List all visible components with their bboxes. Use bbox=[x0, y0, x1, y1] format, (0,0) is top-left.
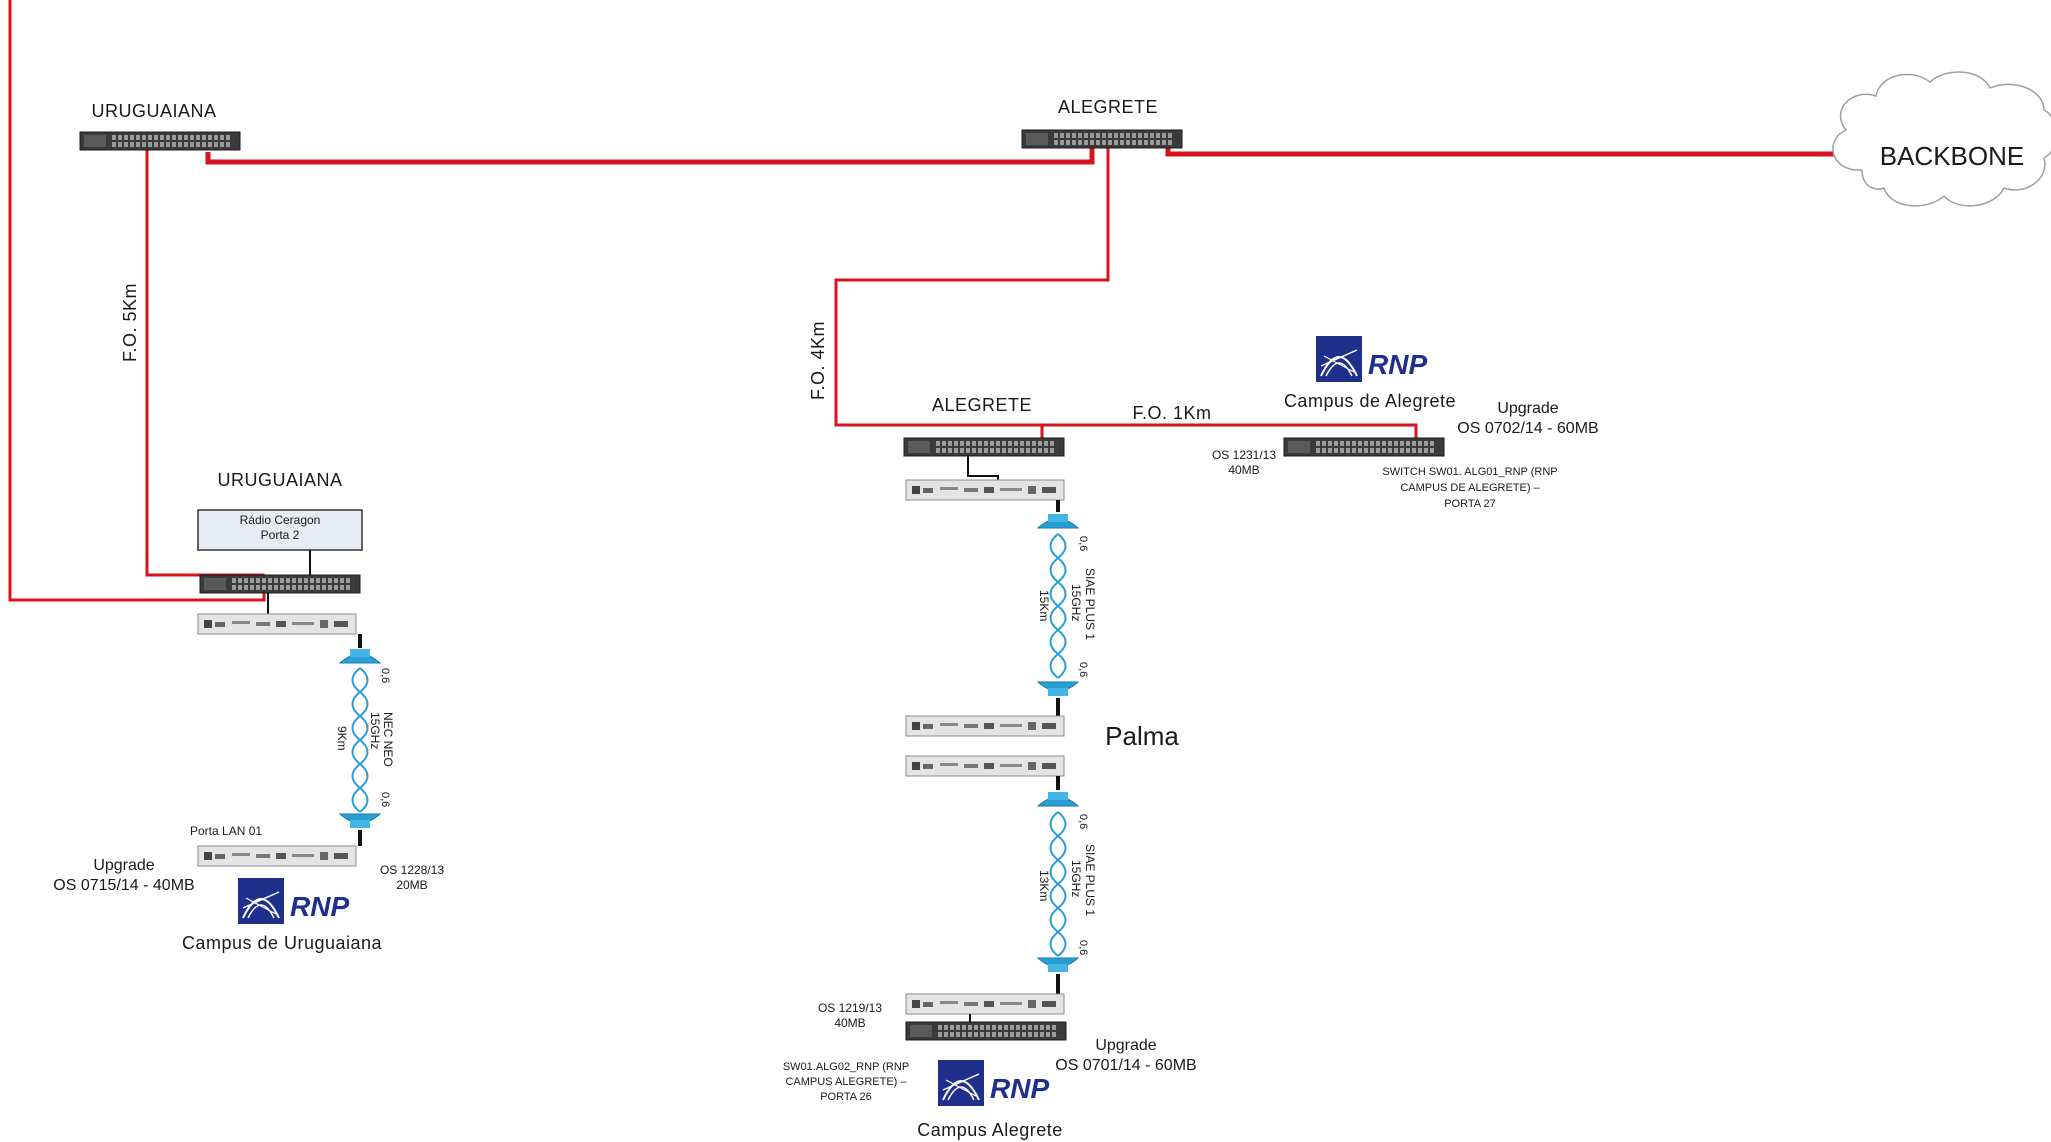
microwave-link-uruguaiana bbox=[339, 648, 381, 829]
rnp-logo-icon: RNP bbox=[237, 877, 349, 925]
radio-link-model: SIAE PLUS 1 bbox=[1083, 568, 1097, 640]
antenna-dish-icon bbox=[1037, 681, 1079, 697]
dish-size-label: 0,6 bbox=[1077, 662, 1089, 677]
switch-campus-alegrete-top[interactable] bbox=[1283, 437, 1445, 457]
fiber-alegrete-backbone bbox=[1165, 146, 1838, 157]
antenna-dish-icon bbox=[339, 813, 381, 829]
radio-box-line1: Rádio Ceragon bbox=[240, 513, 321, 527]
switch-desc-line2: CAMPUS DE ALEGRETE) – bbox=[1400, 482, 1540, 494]
switch-desc-line1: SW01.ALG02_RNP (RNP bbox=[783, 1061, 909, 1073]
site-label-uruguaiana-top: URUGUAIANA bbox=[91, 101, 216, 121]
os-speed-alegrete-top: 40MB bbox=[1228, 463, 1259, 477]
fiber-label-1km: F.O. 1Km bbox=[1132, 403, 1211, 423]
radio-idu-campus-alegrete[interactable] bbox=[905, 993, 1065, 1015]
upgrade-title-uruguaiana: Upgrade bbox=[93, 857, 154, 874]
antenna-dish-icon bbox=[1037, 513, 1079, 529]
radio-idu-alegrete[interactable] bbox=[905, 479, 1065, 501]
switch-desc-line3: PORTA 27 bbox=[1444, 498, 1496, 510]
backbone-cloud[interactable]: BACKBONE bbox=[1832, 71, 2051, 207]
site-label-alegrete-top: ALEGRETE bbox=[1058, 97, 1158, 117]
fiber-left-edge bbox=[8, 0, 266, 602]
switch-campus-alegrete-bottom[interactable] bbox=[905, 1021, 1067, 1041]
switch-desc-line3: PORTA 26 bbox=[820, 1091, 872, 1103]
microwave-link-palma-campus bbox=[1037, 791, 1079, 973]
radio-idu-palma-bottom[interactable] bbox=[905, 755, 1065, 777]
dish-size-label: 0,6 bbox=[1077, 536, 1089, 551]
dish-size-label: 0,6 bbox=[1077, 814, 1089, 829]
radio-link-model: NEC NEO bbox=[381, 712, 395, 767]
radio-link-freq: 15GHz bbox=[368, 712, 382, 749]
switch-uruguaiana-lower[interactable] bbox=[199, 574, 361, 594]
site-label-uruguaiana-lower: URUGUAIANA bbox=[217, 470, 342, 490]
upgrade-os-alegrete-bottom: OS 0701/14 - 60MB bbox=[1055, 1057, 1196, 1074]
fiber-label-4km: F.O. 4Km bbox=[808, 321, 828, 400]
backbone-label: BACKBONE bbox=[1880, 141, 2025, 171]
radio-ceragon-box[interactable]: Rádio Ceragon Porta 2 bbox=[197, 509, 363, 551]
radio-box-line2: Porta 2 bbox=[261, 528, 300, 542]
fiber-1km bbox=[1042, 423, 1418, 440]
upgrade-os-uruguaiana: OS 0715/14 - 40MB bbox=[53, 877, 194, 894]
os-label-alegrete-bottom: OS 1219/13 bbox=[818, 1001, 882, 1015]
fiber-4km bbox=[834, 148, 1110, 440]
microwave-link-alegrete-palma bbox=[1037, 513, 1079, 697]
switch-alegrete-top[interactable] bbox=[1021, 129, 1183, 149]
upgrade-title-alegrete-bottom: Upgrade bbox=[1095, 1037, 1156, 1054]
campus-name-uruguaiana: Campus de Uruguaiana bbox=[182, 933, 383, 953]
radio-idu-uruguaiana-bottom[interactable] bbox=[197, 845, 357, 867]
campus-name-alegrete-top: Campus de Alegrete bbox=[1284, 391, 1456, 411]
radio-link-distance: 9Km bbox=[335, 726, 349, 751]
rnp-logo-text: RNP bbox=[990, 1073, 1049, 1104]
radio-idu-uruguaiana-top[interactable] bbox=[197, 613, 357, 635]
os-label-alegrete-top: OS 1231/13 bbox=[1212, 448, 1276, 462]
radio-link-model: SIAE PLUS 1 bbox=[1083, 844, 1097, 916]
campus-name-alegrete-bottom: Campus Alegrete bbox=[917, 1120, 1063, 1140]
radio-link-freq: 15GHz bbox=[1069, 860, 1083, 897]
rnp-logo-icon: RNP bbox=[1315, 335, 1427, 383]
radio-idu-palma-top[interactable] bbox=[905, 715, 1065, 737]
os-label-uruguaiana: OS 1228/13 bbox=[380, 863, 444, 877]
fiber-uruguaiana-alegrete bbox=[205, 147, 1095, 165]
site-label-palma: Palma bbox=[1105, 721, 1179, 751]
dish-size-label: 0,6 bbox=[1077, 940, 1089, 955]
os-speed-alegrete-bottom: 40MB bbox=[834, 1016, 865, 1030]
upgrade-title-alegrete-top: Upgrade bbox=[1497, 400, 1558, 417]
fiber-links bbox=[8, 0, 1838, 602]
antenna-dish-icon bbox=[339, 648, 381, 664]
dish-size-label: 0,6 bbox=[379, 668, 391, 683]
port-lan-label: Porta LAN 01 bbox=[190, 824, 262, 838]
switch-alegrete-lower[interactable] bbox=[903, 437, 1065, 457]
rnp-logo-text: RNP bbox=[1368, 349, 1427, 380]
antenna-dish-icon bbox=[1037, 791, 1079, 807]
radio-link-distance: 13Km bbox=[1037, 870, 1051, 901]
switch-desc-line1: SWITCH SW01. ALG01_RNP (RNP bbox=[1382, 466, 1557, 478]
fiber-label-5km: F.O. 5Km bbox=[120, 283, 140, 362]
radio-link-freq: 15GHz bbox=[1069, 584, 1083, 621]
upgrade-os-alegrete-top: OS 0702/14 - 60MB bbox=[1457, 420, 1598, 437]
antenna-dish-icon bbox=[1037, 957, 1079, 973]
site-label-alegrete-lower: ALEGRETE bbox=[932, 395, 1032, 415]
switch-uruguaiana-top[interactable] bbox=[79, 131, 241, 151]
switch-desc-line2: CAMPUS ALEGRETE) – bbox=[785, 1076, 907, 1088]
radio-link-distance: 15Km bbox=[1037, 590, 1051, 621]
rnp-logo-icon: RNP bbox=[937, 1059, 1049, 1107]
rnp-logo-text: RNP bbox=[290, 891, 349, 922]
dish-size-label: 0,6 bbox=[379, 792, 391, 807]
os-speed-uruguaiana: 20MB bbox=[396, 878, 427, 892]
